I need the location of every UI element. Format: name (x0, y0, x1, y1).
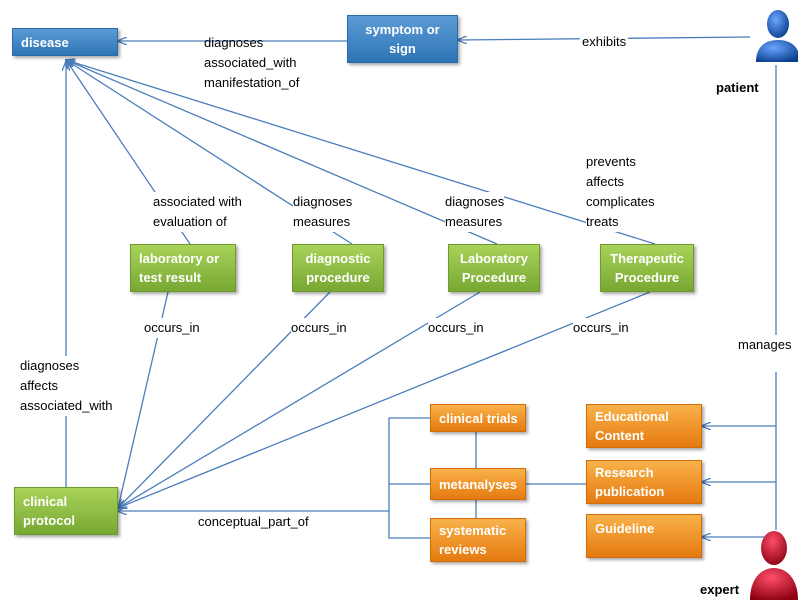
node-research-publication[interactable]: Research publication (586, 460, 702, 504)
edge-labproc-to-disease (66, 60, 498, 245)
node-symptom-label-1: symptom or (365, 22, 440, 37)
node-metanalyses[interactable]: metanalyses (430, 468, 526, 500)
label-occurs-in-4: occurs_in (573, 318, 629, 338)
node-therproc-label-1: Therapeutic (610, 251, 684, 266)
node-research-label-2: publication (595, 484, 665, 499)
label-diagproc-disease: diagnoses measures (293, 192, 353, 232)
label-exhibits: exhibits (580, 32, 629, 52)
node-clinical-protocol[interactable]: clinical protocol (14, 487, 118, 535)
label-protocol-disease-1: diagnoses (20, 358, 80, 373)
node-labproc-label-1: Laboratory (460, 251, 528, 266)
actor-expert-label: expert (700, 582, 740, 597)
label-protocol-disease-3: associated_with (20, 398, 113, 413)
label-manages: manages (738, 335, 798, 355)
node-diagproc-label-2: procedure (306, 270, 370, 285)
node-systematic-reviews[interactable]: systematic reviews (430, 518, 526, 562)
label-symptom-disease-3: manifestation_of (204, 75, 300, 90)
node-trials-label: clinical trials (439, 410, 518, 426)
node-protocol-label-1: clinical (23, 494, 68, 509)
expert-figure-icon (750, 531, 798, 600)
patient-figure-icon (756, 10, 798, 62)
node-disease-label: disease (21, 34, 69, 50)
label-symptom-disease: diagnoses associated_with manifestation_… (204, 33, 299, 93)
label-diagproc-disease-2: measures (293, 214, 351, 229)
node-laboratory-or-test-result[interactable]: laboratory or test result (130, 244, 236, 292)
node-research-label-1: Research (595, 465, 654, 480)
node-therproc-label-2: Procedure (614, 270, 680, 285)
label-symptom-disease-1: diagnoses (204, 35, 264, 50)
node-reviews-label-2: reviews (439, 542, 487, 557)
label-therproc-disease-4: treats (586, 214, 619, 229)
label-therproc-disease-2: affects (586, 174, 625, 189)
node-labproc-label-2: Procedure (461, 270, 527, 285)
label-conceptual-part-of: conceptual_part_of (198, 514, 309, 529)
label-occurs-in-1: occurs_in (144, 318, 200, 338)
node-educational-label-1: Educational (595, 409, 669, 424)
node-clinical-trials[interactable]: clinical trials (430, 404, 526, 432)
edge-evidence-bracket (388, 417, 430, 539)
label-therproc-disease: prevents affects complicates treats (586, 152, 655, 232)
node-disease[interactable]: disease (12, 28, 118, 56)
node-diagproc-label-1: diagnostic (305, 251, 371, 266)
node-protocol-label-2: protocol (23, 513, 75, 528)
label-occurs-in-2: occurs_in (291, 318, 347, 338)
node-guideline-label: Guideline (595, 521, 655, 536)
node-metanalyses-label: metanalyses (439, 476, 518, 492)
node-guideline[interactable]: Guideline (586, 514, 702, 558)
edge-therproc-to-protocol (118, 291, 651, 508)
label-labresult-disease: associated with evaluation of (153, 192, 242, 232)
label-labproc-disease-2: measures (445, 214, 503, 229)
node-reviews-label-1: systematic (439, 523, 507, 538)
label-therproc-disease-3: complicates (586, 194, 655, 209)
label-labresult-disease-2: evaluation of (153, 214, 227, 229)
node-educational-label-2: Content (595, 428, 645, 443)
label-protocol-disease-2: affects (20, 378, 59, 393)
node-symptom-label-2: sign (389, 41, 416, 56)
node-diagnostic-procedure[interactable]: diagnostic procedure (292, 244, 384, 292)
node-labresult-label-2: test result (139, 270, 202, 285)
label-occurs-in-3: occurs_in (428, 318, 484, 338)
label-labproc-disease-1: diagnoses (445, 194, 505, 209)
actor-patient-label: patient (716, 80, 759, 95)
label-diagproc-disease-1: diagnoses (293, 194, 353, 209)
edge-therproc-to-disease (66, 60, 656, 245)
node-symptom-or-sign[interactable]: symptom or sign (347, 15, 458, 63)
node-labresult-label-1: laboratory or (139, 251, 220, 266)
label-therproc-disease-1: prevents (586, 154, 636, 169)
label-labproc-disease: diagnoses measures (445, 192, 505, 232)
label-symptom-disease-2: associated_with (204, 55, 297, 70)
edge-labproc-to-protocol (118, 291, 481, 508)
label-protocol-disease: diagnoses affects associated_with (20, 356, 113, 416)
label-labresult-disease-1: associated with (153, 194, 242, 209)
